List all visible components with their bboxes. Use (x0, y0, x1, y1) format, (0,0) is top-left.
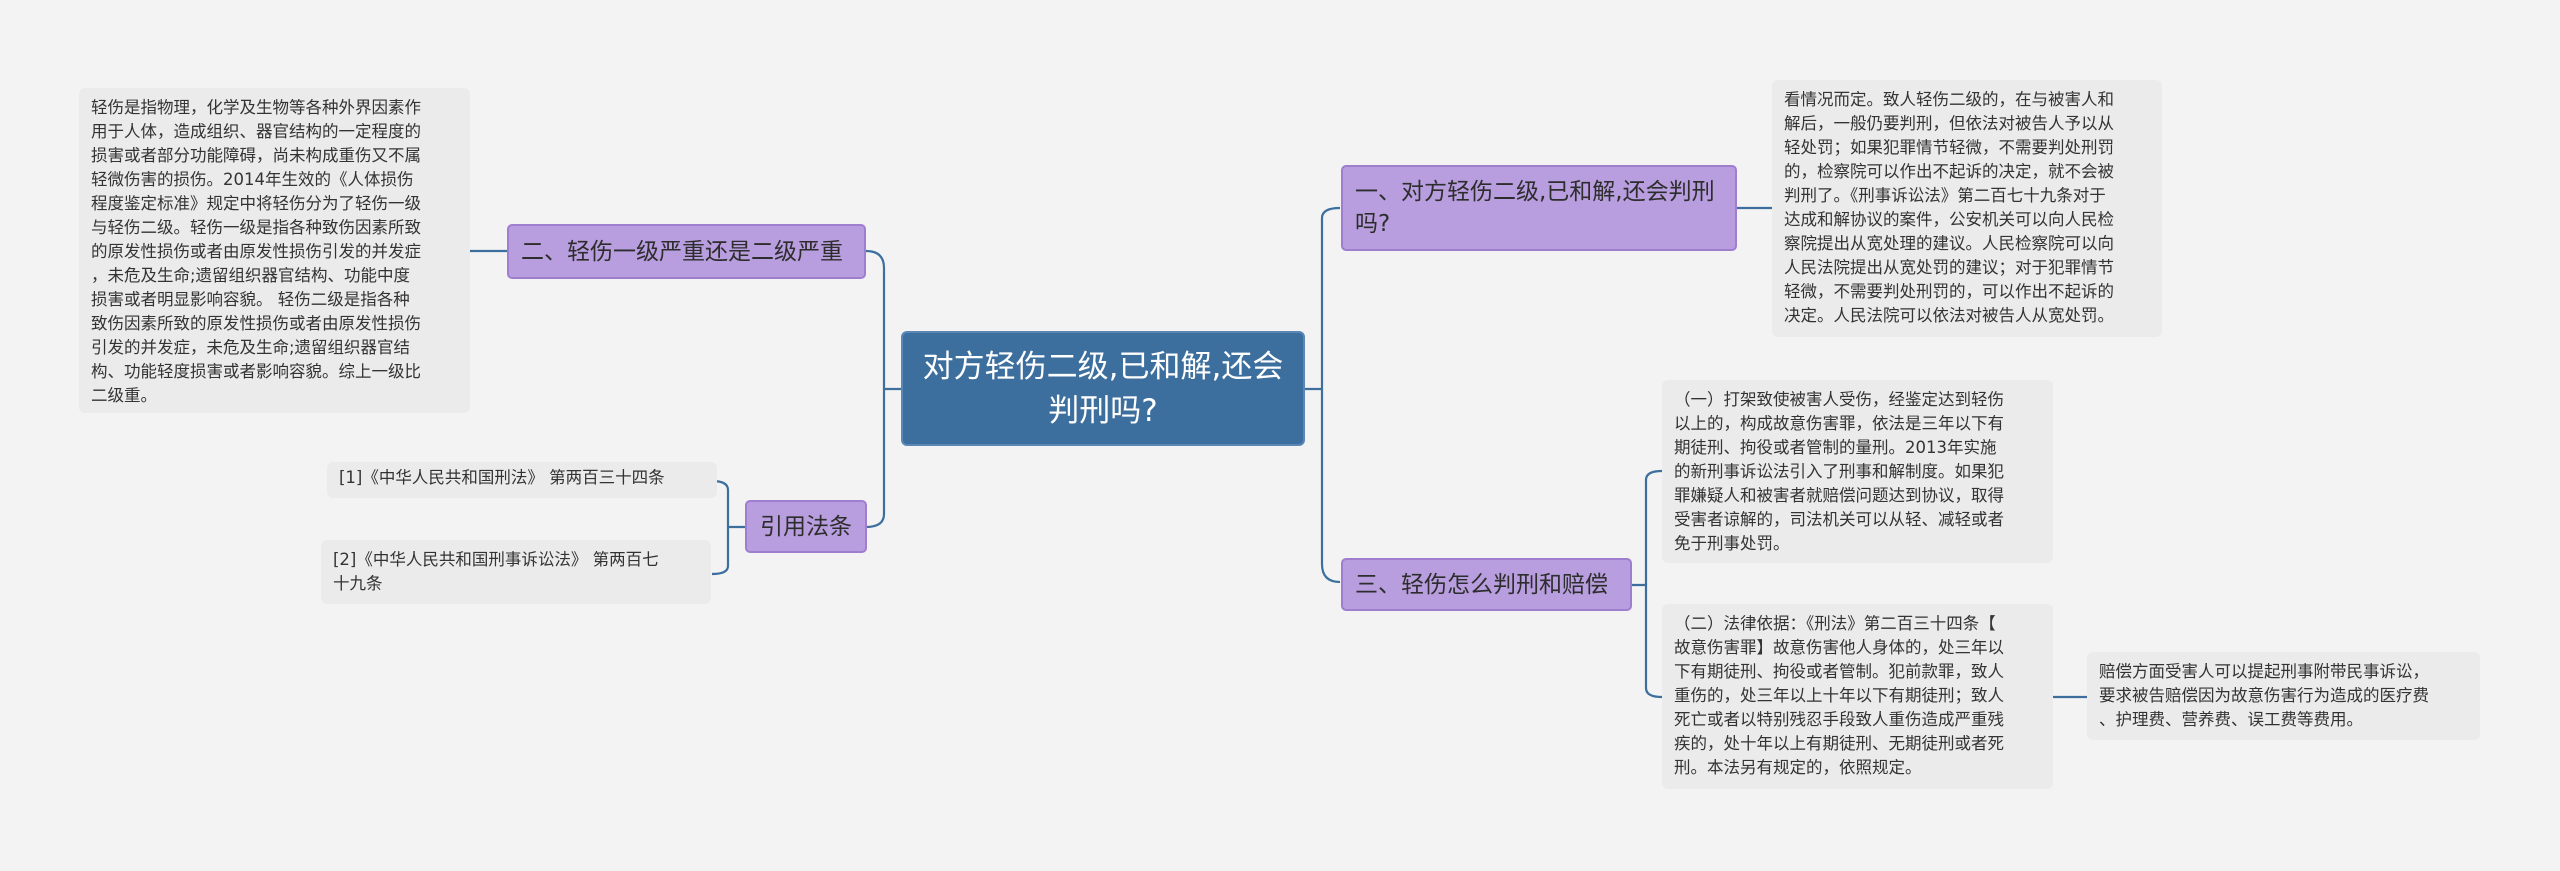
leaf-text: [2]《中华人民共和国刑事诉讼法》 第两百七 十九条 (333, 550, 659, 593)
leaf-injury-definition[interactable]: 轻伤是指物理，化学及生物等各种外界因素作 用于人体，造成组织、器官结构的一定程度… (79, 88, 470, 413)
branch-label: 引用法条 (760, 513, 852, 540)
connector-b4-mids (1632, 469, 1663, 699)
leaf-text: （二）法律依据：《刑法》第二百三十四条【 故意伤害罪】故意伤害他人身体的，处三年… (1674, 614, 2004, 777)
root-topic-label: 对方轻伤二级,已和解,还会判刑吗? (922, 348, 1284, 429)
leaf-fight-injury-sentencing[interactable]: （一）打架致使被害人受伤，经鉴定达到轻伤 以上的，构成故意伤害罪，依法是三年以下… (1662, 380, 2053, 563)
leaf-text: 轻伤是指物理，化学及生物等各种外界因素作 用于人体，造成组织、器官结构的一定程度… (91, 98, 421, 405)
leaf-text: （一）打架致使被害人受伤，经鉴定达到轻伤 以上的，构成故意伤害罪，依法是三年以下… (1674, 390, 2004, 553)
branch-label: 一、对方轻伤二级,已和解,还会判刑吗? (1355, 179, 1715, 237)
branch-sentencing-after-settlement[interactable]: 一、对方轻伤二级,已和解,还会判刑吗? (1341, 165, 1737, 251)
connector-root-right (1305, 206, 1341, 584)
branch-sentencing-compensation[interactable]: 三、轻伤怎么判刑和赔偿 (1341, 558, 1632, 611)
branch-severity-compare[interactable]: 二、轻伤一级严重还是二级严重 (507, 224, 866, 279)
leaf-reference-criminal-law[interactable]: [1]《中华人民共和国刑法》 第两百三十四条 (327, 462, 717, 498)
leaf-text: 赔偿方面受害人可以提起刑事附带民事诉讼， 要求被告赔偿因为故意伤害行为造成的医疗… (2099, 662, 2429, 729)
branch-label: 三、轻伤怎么判刑和赔偿 (1355, 571, 1608, 598)
root-topic[interactable]: 对方轻伤二级,已和解,还会判刑吗? (901, 331, 1305, 446)
branch-label: 二、轻伤一级严重还是二级严重 (521, 238, 843, 265)
branch-cited-laws[interactable]: 引用法条 (745, 500, 867, 553)
connector-root-left (865, 249, 901, 529)
leaf-text: [1]《中华人民共和国刑法》 第两百三十四条 (339, 468, 665, 487)
leaf-legal-basis[interactable]: （二）法律依据：《刑法》第二百三十四条【 故意伤害罪】故意伤害他人身体的，处三年… (1662, 604, 2053, 789)
leaf-settlement-answer[interactable]: 看情况而定。致人轻伤二级的，在与被害人和 解后，一般仍要判刑，但依法对被告人予以… (1772, 80, 2162, 337)
leaf-compensation[interactable]: 赔偿方面受害人可以提起刑事附带民事诉讼， 要求被告赔偿因为故意伤害行为造成的医疗… (2087, 652, 2480, 740)
leaf-text: 看情况而定。致人轻伤二级的，在与被害人和 解后，一般仍要判刑，但依法对被告人予以… (1784, 90, 2114, 325)
leaf-reference-procedure-law[interactable]: [2]《中华人民共和国刑事诉讼法》 第两百七 十九条 (321, 540, 711, 604)
connector-b3-refs (711, 479, 745, 576)
